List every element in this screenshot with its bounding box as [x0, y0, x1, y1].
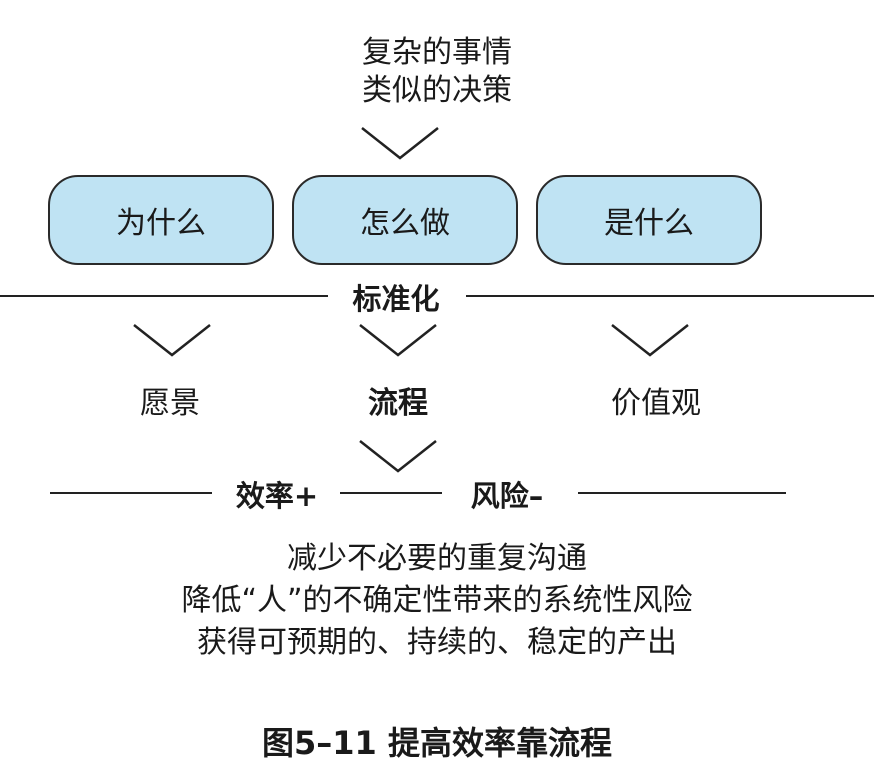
box-how: 怎么做	[292, 175, 518, 265]
box-what-label: 是什么	[604, 206, 694, 241]
top-text: 复杂的事情 类似的决策	[0, 34, 874, 110]
risk-line-right	[578, 492, 786, 494]
efficiency-line-mid	[340, 492, 442, 494]
outcome-process: 流程	[368, 386, 428, 421]
chevron-down-icon	[359, 324, 437, 357]
risk-label: 风险–	[470, 479, 544, 513]
chevron-down-icon	[361, 127, 439, 160]
box-how-label: 怎么做	[360, 206, 450, 241]
chevron-down-icon	[611, 324, 689, 357]
bottom-line-3: 获得可预期的、持续的、稳定的产出	[197, 625, 677, 660]
divider-right	[466, 295, 874, 297]
top-line-1: 复杂的事情	[362, 35, 512, 70]
standardization-label: 标准化	[352, 282, 440, 316]
divider-left	[0, 295, 328, 297]
efficiency-line-left	[50, 492, 212, 494]
box-why-label: 为什么	[116, 206, 206, 241]
figure-caption: 图5–11 提高效率靠流程	[262, 724, 612, 762]
efficiency-label: 效率+	[235, 479, 319, 513]
outcome-vision: 愿景	[140, 386, 200, 421]
box-why: 为什么	[48, 175, 274, 265]
box-what: 是什么	[536, 175, 762, 265]
chevron-down-icon	[133, 324, 211, 357]
bottom-line-1: 减少不必要的重复沟通	[287, 541, 587, 576]
bottom-text: 减少不必要的重复沟通 降低“人”的不确定性带来的系统性风险 获得可预期的、持续的…	[0, 538, 874, 664]
chevron-down-icon	[359, 440, 437, 473]
outcome-values: 价值观	[611, 386, 701, 421]
bottom-line-2: 降低“人”的不确定性带来的系统性风险	[181, 583, 693, 618]
top-line-2: 类似的决策	[362, 73, 512, 108]
